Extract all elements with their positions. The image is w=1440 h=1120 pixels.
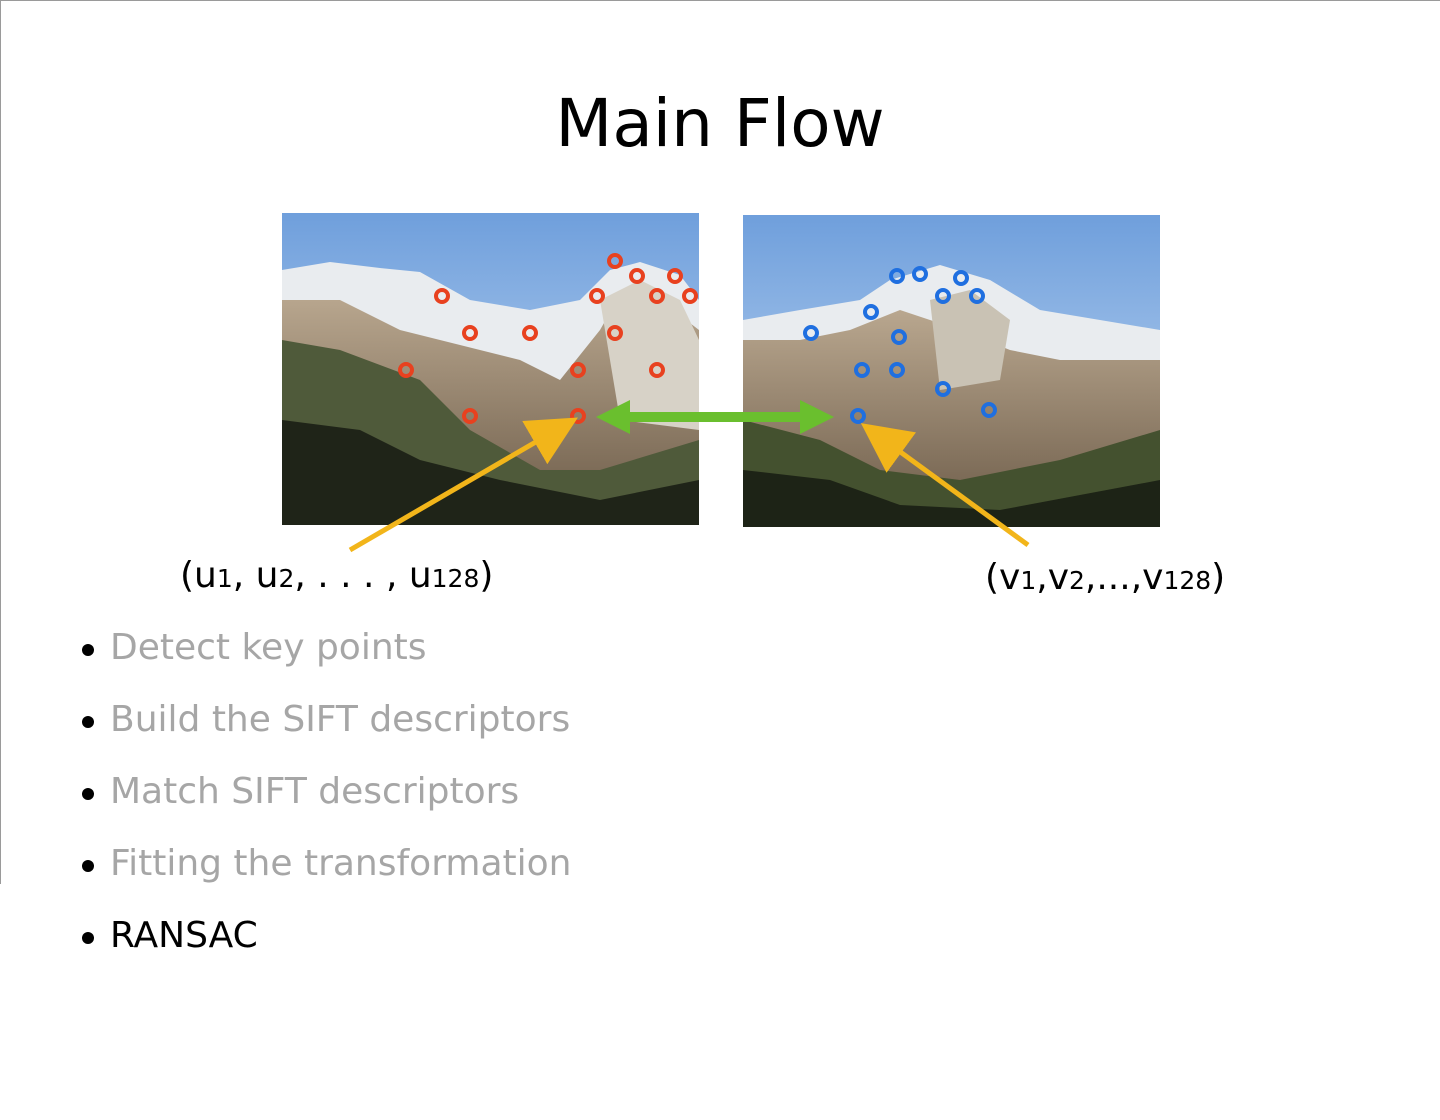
keypoint xyxy=(434,288,450,304)
keypoint xyxy=(629,268,645,284)
step-label: Build the SIFT descriptors xyxy=(110,699,571,740)
step-label: Fitting the transformation xyxy=(110,843,572,884)
step-label: Match SIFT descriptors xyxy=(110,771,520,812)
step-item: Match SIFT descriptors xyxy=(78,774,571,846)
left-keypoints xyxy=(398,253,698,424)
right-pointer-arrow xyxy=(860,423,1030,548)
step-label: Detect key points xyxy=(110,627,427,668)
bullet-icon xyxy=(82,644,94,656)
slide-border-top xyxy=(0,0,1440,1)
keypoint xyxy=(570,362,586,378)
bullet-icon xyxy=(82,932,94,944)
step-list: Detect key points Build the SIFT descrip… xyxy=(78,630,571,990)
bullet-icon xyxy=(82,860,94,872)
keypoint xyxy=(649,362,665,378)
keypoint xyxy=(889,362,905,378)
keypoint xyxy=(854,362,870,378)
keypoint xyxy=(935,288,951,304)
keypoint xyxy=(398,362,414,378)
slide-border-left xyxy=(0,0,1,884)
keypoint xyxy=(462,408,478,424)
keypoint xyxy=(969,288,985,304)
keypoint xyxy=(981,402,997,418)
step-item: RANSAC xyxy=(78,918,571,990)
bullet-icon xyxy=(82,788,94,800)
keypoint xyxy=(607,253,623,269)
keypoint xyxy=(607,325,623,341)
keypoint xyxy=(889,268,905,284)
match-arrow xyxy=(596,400,834,434)
slide-title: Main Flow xyxy=(555,85,885,162)
keypoint xyxy=(462,325,478,341)
bullet-icon xyxy=(82,716,94,728)
keypoint xyxy=(935,381,951,397)
step-item: Fitting the transformation xyxy=(78,846,571,918)
keypoint xyxy=(953,270,969,286)
keypoint xyxy=(912,266,928,282)
keypoint xyxy=(682,288,698,304)
right-descriptor-label: (v1,v2,...,v128) xyxy=(985,557,1226,598)
keypoint xyxy=(850,408,866,424)
step-item: Detect key points xyxy=(78,630,571,702)
left-descriptor-label: (u1, u2, . . . , u128) xyxy=(180,555,494,596)
keypoint xyxy=(667,268,683,284)
keypoint xyxy=(863,304,879,320)
keypoint xyxy=(803,325,819,341)
right-image xyxy=(743,215,1160,527)
keypoint xyxy=(570,408,586,424)
right-keypoints xyxy=(803,266,997,424)
step-item: Build the SIFT descriptors xyxy=(78,702,571,774)
step-label: RANSAC xyxy=(110,915,258,956)
left-image xyxy=(282,213,699,525)
keypoint xyxy=(522,325,538,341)
matching-diagram xyxy=(282,213,1160,553)
keypoint xyxy=(589,288,605,304)
keypoint xyxy=(891,329,907,345)
left-pointer-arrow xyxy=(348,417,578,553)
keypoint xyxy=(649,288,665,304)
